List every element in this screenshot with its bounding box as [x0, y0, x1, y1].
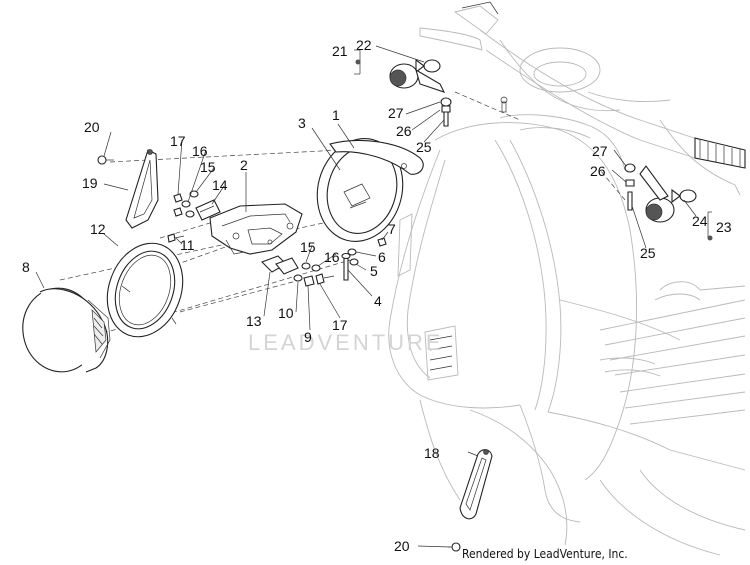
part-18-front-reflector: [459, 449, 493, 520]
callout-labels: 1 2 3 4 5 6 7 8 9 10 11 12 13 14 15 15 1…: [22, 37, 732, 554]
part-24-turn-signal-bulb-right: [671, 188, 697, 204]
part-16-nut-upper: [181, 200, 195, 218]
assembly-guide-lines: [59, 91, 626, 341]
callout-15-upper: 15: [200, 159, 216, 175]
callout-20-bottom: 20: [394, 538, 410, 554]
part-9-nut: [303, 275, 315, 287]
part-2-headlight-bracket: [209, 203, 303, 255]
callout-11: 11: [180, 237, 195, 253]
callout-3: 3: [298, 115, 306, 131]
callout-14: 14: [212, 177, 228, 193]
part-25-bolt-left: [443, 111, 449, 127]
part-14-adjuster-clip: [195, 199, 221, 221]
callout-1: 1: [332, 107, 340, 123]
callout-5: 5: [370, 263, 378, 279]
part-17-screw-upper: [173, 193, 183, 217]
part-19-side-reflector: [125, 149, 159, 229]
leader-lines: [35, 45, 713, 548]
callout-25-right: 25: [640, 245, 656, 261]
part-26-nut-left: [441, 105, 451, 113]
part-20-screw-top: [97, 155, 114, 165]
part-27-washer-left: [440, 97, 452, 107]
callout-12: 12: [90, 221, 106, 237]
part-27-washer-right: [624, 163, 636, 173]
part-3-headlight-housing: [316, 138, 424, 242]
callout-2: 2: [240, 157, 248, 173]
callout-22: 22: [356, 37, 372, 53]
part-5-nut: [349, 258, 359, 266]
callout-7: 7: [388, 221, 396, 237]
part-25-bolt-right: [627, 191, 633, 211]
part-26-nut-right: [625, 179, 635, 187]
callout-17-lower: 17: [332, 317, 348, 333]
callout-9: 9: [304, 329, 312, 345]
callout-19: 19: [82, 175, 98, 191]
callout-21: 21: [332, 43, 348, 59]
callout-4: 4: [374, 293, 382, 309]
callout-25-left: 25: [416, 139, 432, 155]
part-23-turn-signal-right: [639, 165, 675, 223]
render-credit: Rendered by LeadVenture, Inc.: [462, 547, 628, 561]
part-21-turn-signal-left: [389, 63, 446, 93]
callout-16-upper: 16: [192, 143, 208, 159]
part-10-spring-washer: [293, 274, 303, 282]
callout-26-left: 26: [396, 123, 412, 139]
part-15-washer-upper: [189, 190, 199, 198]
part-17-screw-lower: [315, 273, 335, 285]
callout-17-upper: 17: [170, 133, 186, 149]
part-11-screw: [167, 233, 185, 243]
part-4-bolt: [341, 252, 351, 281]
callout-15-lower: 15: [300, 239, 316, 255]
callout-18: 18: [424, 445, 440, 461]
callout-27-left: 27: [388, 105, 404, 121]
callout-23: 23: [716, 219, 732, 235]
callout-13: 13: [246, 313, 262, 329]
callout-27-right: 27: [592, 143, 608, 159]
part-13-mounting-clip: [261, 255, 299, 275]
callout-8: 8: [22, 259, 30, 275]
part-22-turn-signal-bulb-left: [415, 58, 441, 74]
callout-16-lower: 16: [324, 249, 340, 265]
part-12-headlamp-bezel: [106, 242, 184, 338]
part-7-screw: [377, 237, 387, 247]
watermark-text: LEADVENTURE: [248, 330, 444, 355]
part-8-headlamp-lens: [22, 287, 111, 373]
scooter-body-outline: [388, 1, 746, 556]
part-15-washer-lower: [301, 262, 311, 270]
callout-10: 10: [278, 305, 294, 321]
callout-24: 24: [692, 213, 708, 229]
part-16-nut-lower: [311, 264, 321, 272]
callout-26-right: 26: [590, 163, 606, 179]
callout-20-top: 20: [84, 119, 100, 135]
callout-6: 6: [378, 249, 386, 265]
